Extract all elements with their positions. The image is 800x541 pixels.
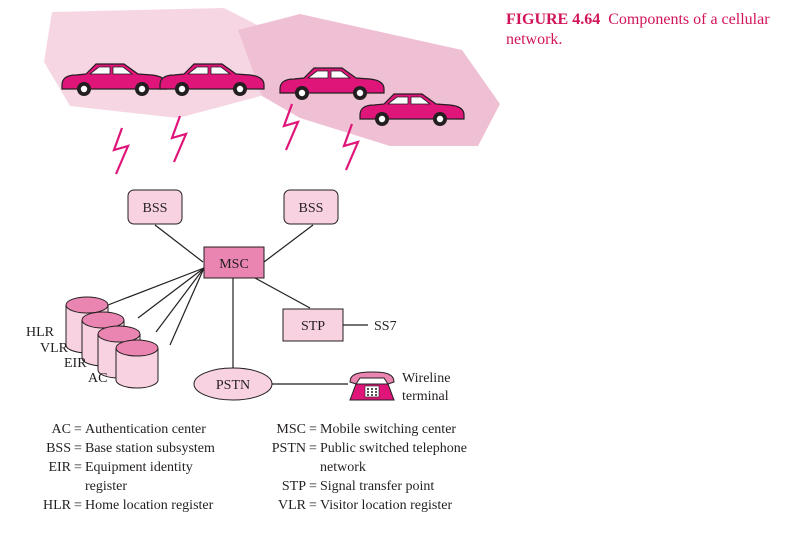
bss-right-label: BSS: [299, 201, 324, 216]
legend-definition: Authentication center: [85, 422, 206, 437]
legend-definition: Visitor location register: [320, 498, 453, 513]
figure-number: FIGURE 4.64: [506, 11, 601, 28]
bss-right-box: [283, 189, 339, 225]
legend-row: STP=Signal transfer point: [251, 477, 491, 496]
db-label-vlr: VLR: [40, 341, 69, 356]
legend-abbr: BSS: [46, 441, 71, 456]
stp-box: [282, 308, 344, 342]
bss-left-box: [127, 189, 183, 225]
database-ac-icon: [115, 339, 159, 389]
legend-row: PSTN=Public switched telephone network: [251, 439, 491, 477]
legend-row: MSC=Mobile switching center: [251, 420, 491, 439]
db-label-ac: AC: [88, 371, 107, 386]
legend-row: VLR=Visitor location register: [251, 496, 491, 515]
msc-box: [203, 246, 265, 279]
legend-abbr: PSTN: [271, 441, 306, 456]
bss-left-label: BSS: [143, 201, 168, 216]
radio-link-icon: [112, 126, 130, 176]
legend-abbr: STP: [281, 479, 306, 494]
figure-title: Components of a cellular network.: [506, 11, 770, 48]
legend-row: EIR=Equipment identity register: [30, 458, 245, 496]
legend-definition: Public switched telephone network: [320, 441, 467, 475]
pstn-label: PSTN: [216, 378, 250, 393]
legend-right: MSC=Mobile switching center PSTN=Public …: [251, 420, 491, 515]
db-label-hlr: HLR: [26, 325, 55, 340]
wireline-label-line1: Wireline: [402, 371, 450, 386]
legend-definition: Signal transfer point: [320, 479, 435, 494]
legend-abbr: AC: [51, 422, 71, 437]
stp-label: STP: [301, 319, 325, 334]
wireline-label-line2: terminal: [402, 389, 449, 404]
legend-definition: Equipment identity register: [85, 460, 193, 494]
legend-definition: Mobile switching center: [320, 422, 457, 437]
legend-abbr: MSC: [276, 422, 306, 437]
msc-label: MSC: [219, 257, 249, 272]
legend-abbr: VLR: [278, 498, 306, 513]
connection-lines: [107, 224, 368, 385]
legend-left: AC=Authentication center BSS=Base statio…: [30, 420, 245, 515]
ss7-label: SS7: [374, 319, 397, 334]
legend-abbr: HLR: [43, 498, 71, 513]
legend-row: HLR=Home location register: [30, 496, 245, 515]
db-label-eir: EIR: [64, 356, 87, 371]
telephone-icon: [349, 371, 395, 401]
radio-link-icon: [170, 114, 188, 164]
legend-row: BSS=Base station subsystem: [30, 439, 245, 458]
legend-abbr: EIR: [48, 460, 71, 475]
pstn-ellipse: [193, 367, 273, 401]
legend-definition: Base station subsystem: [85, 441, 215, 456]
legend-definition: Home location register: [85, 498, 214, 513]
legend-row: AC=Authentication center: [30, 420, 245, 439]
